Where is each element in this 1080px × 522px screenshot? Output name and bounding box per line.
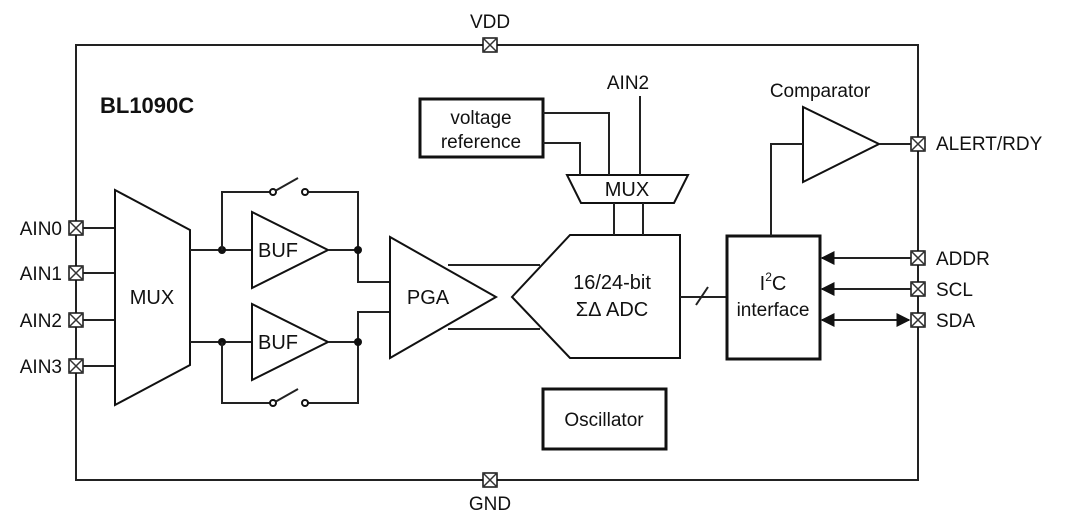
pin-addr: ADDR [910, 249, 990, 270]
pin-alert-rdy-label: ALERT/RDY [936, 134, 1043, 155]
input-mux-label: MUX [130, 287, 174, 309]
switch-icon [269, 177, 309, 196]
voltage-reference-line2: reference [441, 132, 521, 153]
pin-scl-label: SCL [936, 280, 973, 301]
buf-top-label: BUF [258, 240, 298, 262]
pin-ain3: AIN3 [20, 357, 84, 378]
pin-gnd: GND [469, 472, 511, 515]
pin-ain2: AIN2 [20, 311, 84, 332]
adc: 16/24-bit ΣΔ ADC [510, 234, 681, 359]
chip-name: BL1090C [100, 93, 194, 118]
buf-bottom: BUF [251, 302, 331, 382]
pin-ain0-label: AIN0 [20, 219, 62, 240]
ain2-reference-label: AIN2 [607, 73, 649, 94]
oscillator: Oscillator [541, 387, 668, 451]
adc-label-line1: 16/24-bit [573, 272, 651, 294]
pga-label: PGA [407, 287, 450, 309]
pin-alert-rdy: ALERT/RDY [910, 134, 1043, 155]
voltage-reference: voltage reference [418, 97, 545, 159]
voltage-reference-line1: voltage [450, 108, 511, 129]
i2c-label-line2: interface [737, 300, 810, 321]
adc-label-line2: ΣΔ ADC [576, 299, 648, 321]
i2c-interface: I2C interface [725, 234, 822, 361]
comparator-label: Comparator [770, 81, 871, 102]
oscillator-label: Oscillator [564, 410, 644, 431]
pin-vdd: VDD [470, 12, 510, 53]
pin-ain2-label: AIN2 [20, 311, 62, 332]
pin-ain0: AIN0 [20, 219, 84, 240]
i2c-label-line1: I2C [760, 270, 787, 295]
pin-ain3-label: AIN3 [20, 357, 62, 378]
buf-top: BUF [251, 210, 331, 290]
pin-vdd-label: VDD [470, 12, 510, 33]
comparator [802, 105, 882, 184]
pin-addr-label: ADDR [936, 249, 990, 270]
buf-bottom-label: BUF [258, 332, 298, 354]
switch-icon [269, 388, 309, 407]
pga: PGA [389, 235, 499, 360]
pin-ain1-label: AIN1 [20, 264, 62, 285]
reference-mux: MUX [565, 174, 690, 204]
pin-ain1: AIN1 [20, 264, 84, 285]
pin-sda: SDA [910, 311, 975, 332]
input-mux: MUX [114, 188, 191, 407]
pin-scl: SCL [910, 280, 973, 301]
pin-gnd-label: GND [469, 494, 511, 515]
reference-mux-label: MUX [605, 179, 649, 201]
pin-sda-label: SDA [936, 311, 975, 332]
